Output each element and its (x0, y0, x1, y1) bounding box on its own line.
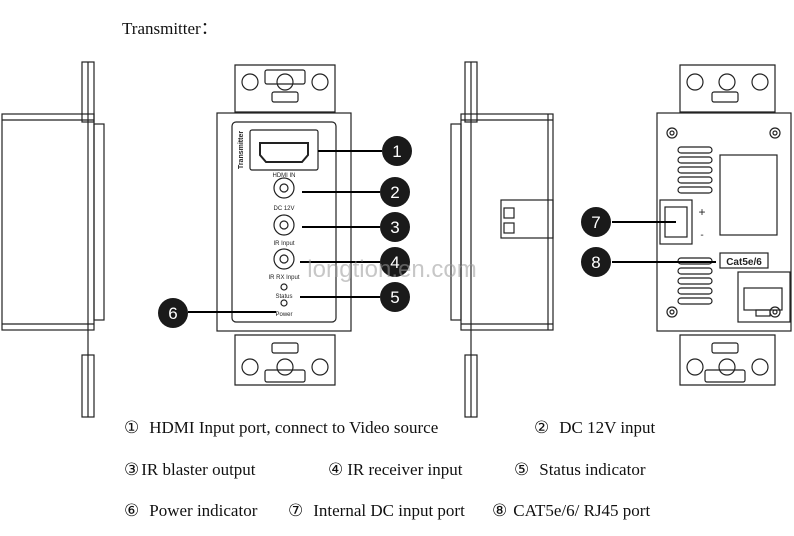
back-view (656, 64, 792, 386)
callout-label-3: 3 (390, 218, 399, 237)
callout-label-1: 1 (392, 142, 401, 161)
callout-3 (380, 212, 410, 242)
irrx-label: IR RX Input (268, 275, 299, 281)
callout-2 (380, 177, 410, 207)
callout-label-4: 4 (390, 253, 399, 272)
callout-label-2: 2 (390, 183, 399, 202)
callout-6 (158, 298, 188, 328)
cat-label: Cat5e/6 (726, 257, 762, 268)
device-label: Transmitter (238, 131, 245, 169)
minus-label: - (700, 230, 703, 241)
hdmi-label: HDMI IN (273, 173, 296, 179)
callout-5 (380, 282, 410, 312)
status-label: Status (275, 294, 292, 300)
plus-label: + (698, 205, 705, 219)
dc-label: DC 12V (273, 206, 294, 212)
side-view-right (450, 61, 554, 418)
callout-label-7: 7 (591, 213, 600, 232)
callout-label-8: 8 (591, 253, 600, 272)
callout-4 (380, 247, 410, 277)
callout-label-5: 5 (390, 288, 399, 307)
ir-label: IR Input (273, 241, 294, 247)
callout-1 (382, 136, 412, 166)
front-view (216, 64, 352, 386)
side-view-left (1, 61, 105, 418)
page-title: Transmitter： (122, 19, 218, 38)
power-label: Power (275, 312, 292, 318)
callout-7 (581, 207, 611, 237)
callout-8 (581, 247, 611, 277)
callout-label-6: 6 (168, 304, 177, 323)
watermark: longtion.en.com (307, 256, 476, 283)
